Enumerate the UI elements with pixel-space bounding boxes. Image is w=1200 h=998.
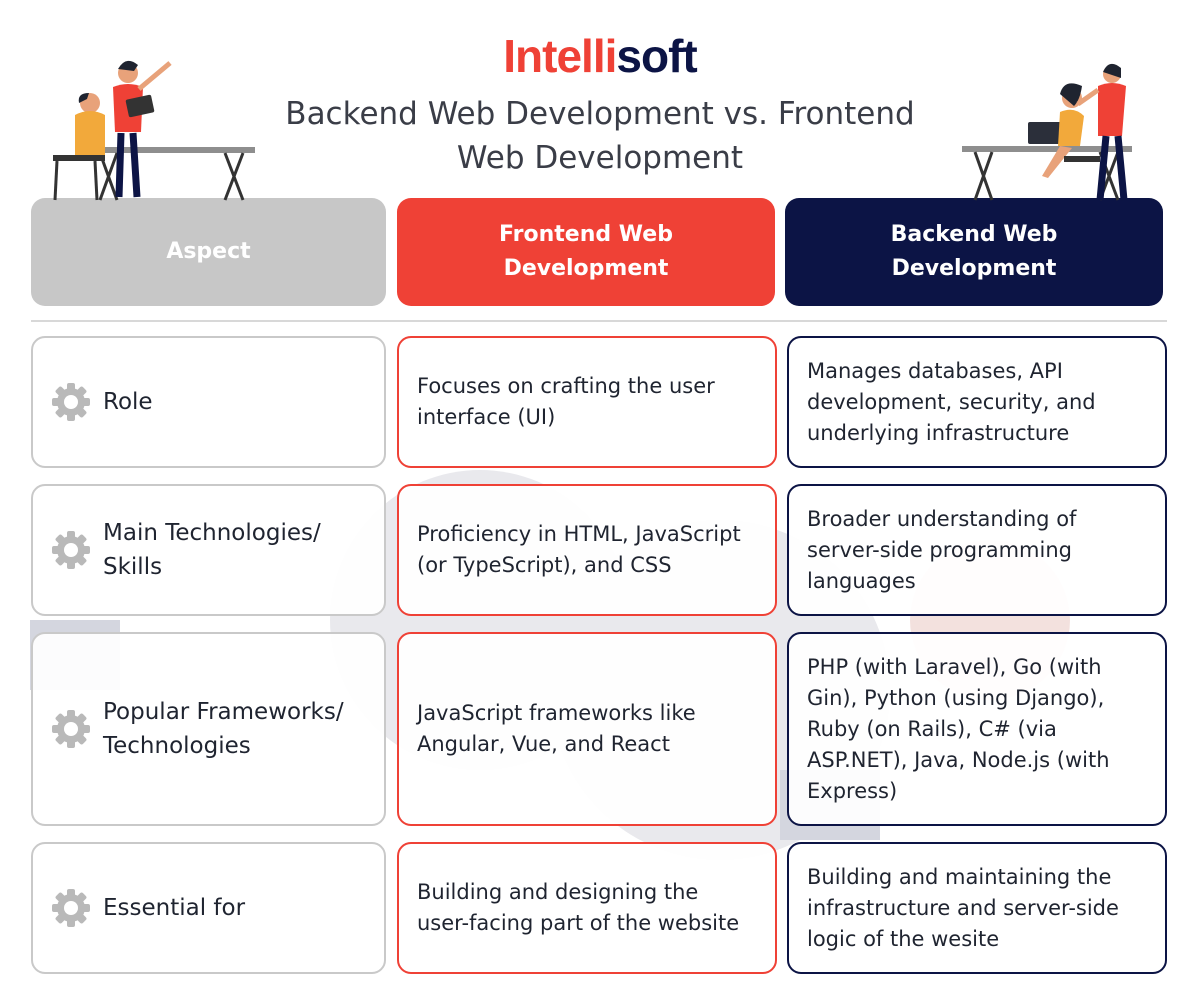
table-row-frontend-cell: Focuses on crafting the user interface (…	[397, 336, 777, 468]
row-frontend-text: Proficiency in HTML, JavaScript (or Type…	[417, 522, 741, 577]
row-frontend-text: Building and designing the user-facing p…	[417, 880, 740, 935]
row-backend-text: Building and maintaining the infrastruct…	[807, 864, 1119, 951]
row-aspect-label: Role	[103, 389, 153, 415]
row-backend-text: Broader understanding of server-side pro…	[807, 506, 1077, 593]
row-backend-text: Manages databases, API development, secu…	[807, 358, 1096, 445]
row-aspect-label: Popular Frameworks/ Technologies	[103, 699, 344, 759]
table-row-frontend-cell: Building and designing the user-facing p…	[397, 842, 777, 974]
header-frontend: Frontend Web Development	[397, 198, 775, 306]
gear-icon	[52, 383, 90, 421]
row-backend-text: PHP (with Laravel), Go (with Gin), Pytho…	[807, 654, 1110, 803]
developers-left-illustration	[53, 60, 255, 201]
table-row-backend-cell: Manages databases, API development, secu…	[787, 336, 1167, 468]
row-frontend-text: Focuses on crafting the user interface (…	[417, 374, 715, 429]
table-row-aspect-cell: Essential for	[31, 842, 386, 974]
developers-right-illustration	[962, 63, 1132, 201]
header-backend-label: Backend Web Development	[890, 222, 1058, 281]
page-title: Backend Web Development vs. Frontend Web…	[285, 96, 915, 176]
table-row-backend-cell: Broader understanding of server-side pro…	[787, 484, 1167, 616]
table-row-aspect-cell: Role	[31, 336, 386, 468]
logo-part-intelli: Intelli	[503, 30, 617, 82]
header-aspect-label: Aspect	[166, 239, 251, 264]
table-row-aspect-cell: Popular Frameworks/ Technologies	[31, 632, 386, 826]
header-backend: Backend Web Development	[785, 198, 1163, 306]
header-aspect: Aspect	[31, 198, 386, 306]
gear-icon	[52, 531, 90, 569]
table-row-aspect-cell: Main Technologies/ Skills	[31, 484, 386, 616]
logo-part-soft: soft	[616, 30, 697, 82]
row-frontend-text: JavaScript frameworks like Angular, Vue,…	[417, 701, 696, 756]
row-aspect-label: Main Technologies/ Skills	[103, 520, 321, 580]
header-divider	[31, 320, 1167, 322]
row-aspect-label: Essential for	[103, 895, 246, 921]
gear-icon	[52, 710, 90, 748]
intellisoft-logo: Intellisoft	[0, 30, 1200, 82]
table-row-backend-cell: Building and maintaining the infrastruct…	[787, 842, 1167, 974]
gear-icon	[52, 889, 90, 927]
table-row-frontend-cell: JavaScript frameworks like Angular, Vue,…	[397, 632, 777, 826]
table-row-frontend-cell: Proficiency in HTML, JavaScript (or Type…	[397, 484, 777, 616]
table-row-backend-cell: PHP (with Laravel), Go (with Gin), Pytho…	[787, 632, 1167, 826]
header-frontend-label: Frontend Web Development	[499, 222, 673, 281]
